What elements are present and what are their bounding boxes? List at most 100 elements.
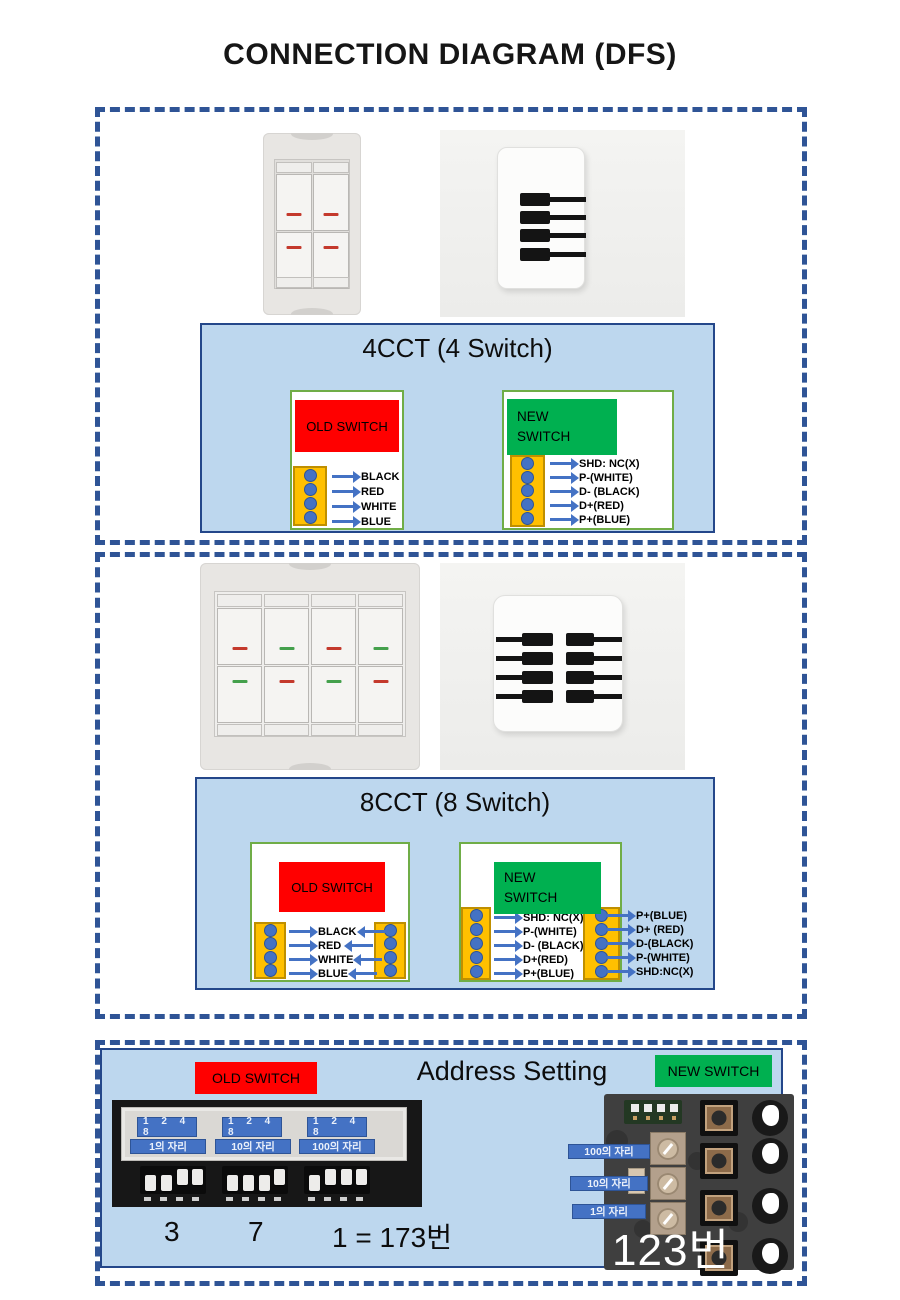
wire-label: SHD: NC(X) [579, 457, 640, 470]
new-switch-label-line2: SWITCH [517, 429, 571, 444]
new-switch-label-line1: NEW [504, 870, 536, 885]
new-switch-device [497, 147, 586, 289]
wire-label: RED [361, 485, 385, 498]
pin-icon [521, 511, 534, 525]
pin-icon [303, 482, 317, 496]
dip-bits-label: 1 2 4 8 [137, 1116, 197, 1138]
arrow-right-icon [289, 939, 318, 952]
dip-switch-bank [140, 1166, 206, 1201]
arrow-right-icon [494, 911, 523, 924]
old-switch-label: OLD SWITCH [295, 400, 399, 452]
arrow-right-icon [550, 457, 579, 470]
new-switch-photo-8cct [440, 563, 685, 770]
wiring-panel-8cct: 8CCT (8 Switch) OLD SWITCH BLACK RED WHI… [195, 777, 715, 990]
new-switch-device [493, 595, 623, 732]
old-switch-photo-4cct [263, 133, 361, 315]
rotary-dial-tens [650, 1167, 686, 1200]
plate-recess [214, 591, 406, 737]
new-address-value: 123번 [612, 1226, 730, 1275]
wire-label: WHITE [318, 953, 354, 966]
wire-row: D- (BLACK) [494, 939, 583, 952]
connector-block [461, 907, 491, 980]
arrow-right-icon [332, 470, 361, 483]
arrow-right-icon [289, 925, 318, 938]
wire-label: D-(BLACK) [636, 937, 694, 950]
wire-label: P-(WHITE) [636, 951, 690, 964]
pin-icon [303, 496, 317, 510]
arrow-right-icon [289, 953, 318, 966]
arrow-right-icon [607, 965, 636, 978]
switch-button [311, 666, 356, 723]
wire-row: SHD:NC(X) [607, 965, 693, 978]
wiring-panel-4cct: 4CCT (4 Switch) OLD SWITCH BLACK RED WHI… [200, 323, 715, 533]
new-switch-label: NEW SWITCH [655, 1055, 772, 1087]
new-switch-diagram: NEW SWITCH SHD: NC(X) P-(WHITE) D- (BLAC… [502, 390, 674, 530]
pin-icon [263, 950, 277, 964]
pin-icon [263, 937, 277, 951]
plate-notch [291, 308, 333, 315]
plate-notch [289, 563, 331, 570]
old-address-equation: 1 = 173번 [332, 1222, 452, 1253]
pin-icon [469, 936, 483, 950]
wire-row: P-(WHITE) [607, 951, 690, 964]
arrow-right-icon [494, 925, 523, 938]
wire-row: BLUE [289, 967, 377, 980]
panel-header: 8CCT (8 Switch) [359, 787, 551, 817]
new-switch-label: NEW SWITCH [494, 862, 601, 914]
pin-icon [383, 950, 397, 964]
switch-button [313, 174, 349, 231]
rotary-dial-hundreds [650, 1132, 686, 1165]
arrow-right-icon [607, 951, 636, 964]
section-8cct: 8CCT (8 Switch) OLD SWITCH BLACK RED WHI… [95, 552, 807, 1019]
new-switch-photo-4cct [440, 130, 685, 317]
address-setting-title: Address Setting [416, 1056, 608, 1086]
page-title: CONNECTION DIAGRAM (DFS) [223, 38, 677, 71]
arrow-right-icon [550, 471, 579, 484]
wire-row: P+(BLUE) [607, 909, 687, 922]
pin-icon [469, 909, 483, 923]
plate-notch [289, 763, 331, 770]
connector-block [510, 455, 545, 527]
connector-block [374, 922, 406, 979]
arrow-right-icon [494, 939, 523, 952]
switch-button [264, 608, 309, 665]
digit-place-label: 10의 자리 [570, 1176, 648, 1191]
new-switch-label-line1: NEW [517, 409, 549, 424]
wire-row: P-(WHITE) [494, 925, 577, 938]
old-address-tens: 7 [248, 1216, 264, 1247]
old-switch-diagram: OLD SWITCH BLACK RED WHITE BLUE [250, 842, 410, 982]
wire-row: D+(RED) [494, 953, 568, 966]
old-address-ones: 3 [164, 1216, 180, 1247]
dip-bits-label: 1 2 4 8 [222, 1116, 282, 1138]
wire-label: BLUE [361, 515, 391, 528]
arrow-right-icon [494, 953, 523, 966]
pin-icon [303, 468, 317, 482]
arrow-right-icon [494, 967, 523, 980]
pin-icon [521, 457, 534, 471]
digit-place-label: 1의 자리 [572, 1204, 646, 1219]
led-indicator [752, 1100, 788, 1136]
wire-row: WHITE [289, 953, 383, 966]
wire-row: D- (BLACK) [550, 485, 639, 498]
wire-label: D- (BLACK) [523, 939, 584, 952]
wire-label: D+(RED) [523, 953, 568, 966]
pin-icon [521, 484, 534, 498]
digit-place-label: 1의 자리 [130, 1139, 206, 1154]
wire-label: BLUE [318, 967, 348, 980]
arrow-right-icon [550, 499, 579, 512]
wire-row: SHD: NC(X) [550, 457, 640, 470]
push-button [700, 1143, 738, 1179]
section-4cct: 4CCT (4 Switch) OLD SWITCH BLACK RED WHI… [95, 107, 807, 545]
arrow-left-icon [360, 958, 383, 961]
push-button [700, 1190, 738, 1226]
wire-label: P+(BLUE) [579, 513, 631, 526]
switch-button [358, 666, 403, 723]
arrow-right-icon [332, 485, 361, 498]
wire-row: SHD: NC(X) [494, 911, 584, 924]
pin-icon [263, 924, 277, 938]
switch-button [276, 174, 312, 231]
arrow-right-icon [289, 967, 318, 980]
arrow-right-icon [607, 923, 636, 936]
led-indicator [752, 1138, 788, 1174]
